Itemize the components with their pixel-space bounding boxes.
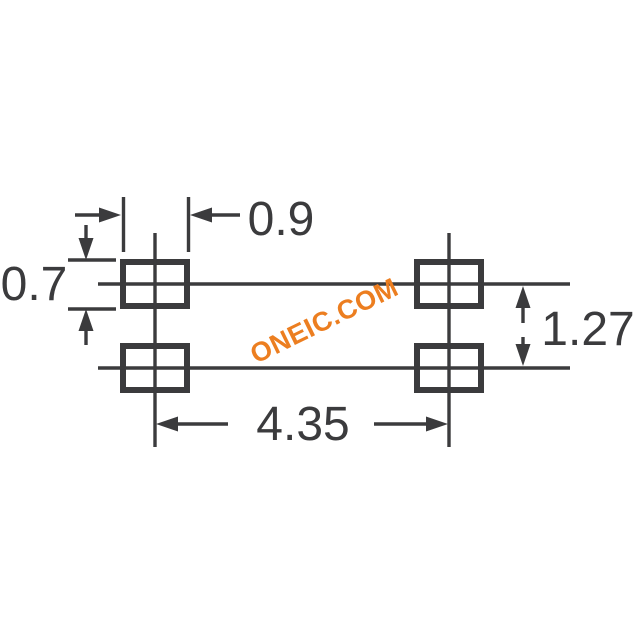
arrow-right-icon [99,207,121,223]
arrowheads [78,207,531,432]
dimension-label-pad-height: 0.7 [1,258,68,311]
dimension-label-pad-width: 0.9 [248,193,315,246]
arrow-up-icon [515,286,531,308]
dimension-labels: 0.9 0.7 1.27 4.35 [1,193,635,451]
arrow-left-icon [190,207,212,223]
dimension-lines [68,197,525,426]
arrow-left-icon [156,416,178,432]
drawing: 0.9 0.7 1.27 4.35 ONEIC.COM [1,193,635,451]
watermark-text: ONEIC.COM [245,272,402,369]
arrow-down-icon [78,238,94,260]
dimension-label-vertical-pitch: 1.27 [541,303,634,356]
centerlines [98,233,570,447]
arrow-right-icon [426,416,448,432]
arrow-up-icon [78,309,94,331]
arrow-down-icon [515,344,531,366]
dimension-label-horizontal-pitch: 4.35 [256,398,349,451]
